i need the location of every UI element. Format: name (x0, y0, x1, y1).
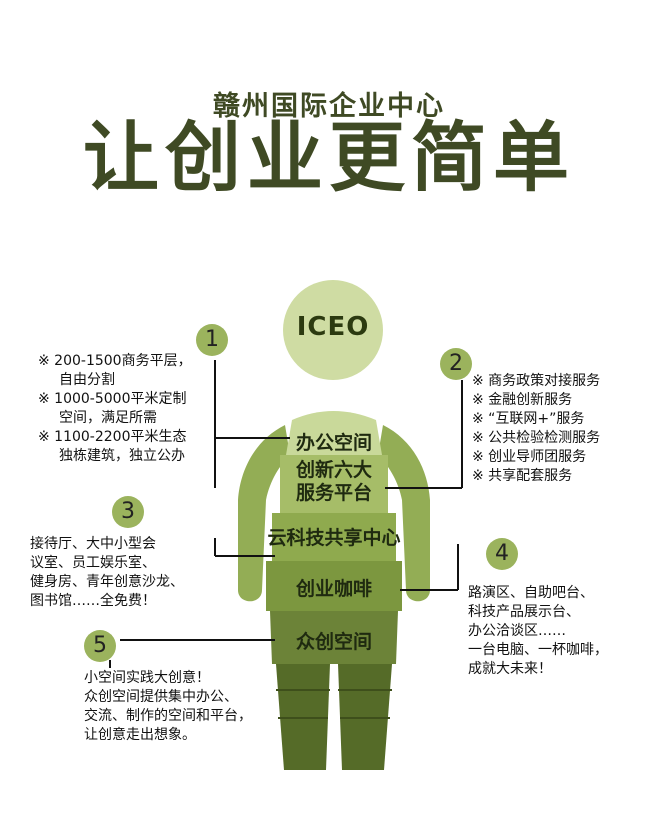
callout-4: 路演区、自助吧台、 科技产品展示台、 办公洽谈区…… 一台电脑、一杯咖啡， 成就… (468, 584, 608, 679)
callout-1-line: 自由分割 (59, 372, 115, 388)
callout-2: ※ 商务政策对接服务 ※ 金融创新服务 ※ “互联网+”服务 ※ 公共检验检测服… (472, 372, 600, 486)
callout-2-line: ※ 金融创新服务 (472, 392, 573, 408)
layer-cafe-label: 创业咖啡 (295, 578, 372, 600)
callout-2-line: ※ 公共检验检测服务 (472, 430, 601, 446)
layer-maker-label: 众创空间 (295, 631, 372, 653)
head-shape (283, 280, 383, 380)
badge-4: 4 (486, 538, 518, 570)
callout-1-line: ※ 1100-2200平米生态 (38, 429, 187, 445)
callout-2-line: ※ 商务政策对接服务 (472, 373, 601, 389)
page-title: 让创业更简单 (83, 113, 575, 202)
callout-3-line: 接待厅、大中小型会 (30, 536, 156, 552)
badge-3: 3 (112, 496, 144, 528)
callout-5-line: 小空间实践大创意！ (84, 670, 210, 686)
callout-5-line: 众创空间提供集中办公、 (84, 689, 238, 705)
subtitle: 赣州国际企业中心 (213, 91, 445, 122)
layer-cloud-label: 云科技共享中心 (267, 527, 401, 549)
left-arm-shape (238, 425, 290, 602)
logo: ICEO (296, 312, 370, 342)
callout-1-line: 独栋建筑，独立公办 (59, 448, 185, 464)
callout-3-line: 议室、员工娱乐室、 (30, 555, 156, 571)
callout-4-line: 路演区、自助吧台、 (468, 585, 594, 601)
callout-1: ※ 200-1500商务平层， 自由分割 ※ 1000-5000平米定制 空间，… (38, 352, 192, 466)
badge-2: 2 (440, 348, 472, 380)
badge-5: 5 (84, 630, 116, 662)
layer-cloud-shape (272, 513, 396, 561)
layer-office-shape (286, 411, 382, 455)
callout-4-line: 办公洽谈区…… (468, 623, 566, 639)
callout-5: 小空间实践大创意！ 众创空间提供集中办公、 交流、制作的空间和平台， 让创意走出… (84, 669, 252, 745)
layer-office-label: 办公空间 (295, 432, 372, 454)
callout-1-line: ※ 200-1500商务平层， (38, 353, 192, 369)
layer-platform-label: 创新六大 服务平台 (295, 459, 372, 504)
callout-1-line: ※ 1000-5000平米定制 (38, 391, 187, 407)
callout-4-line: 成就大未来！ (468, 661, 552, 677)
callout-5-line: 让创意走出想象。 (84, 727, 196, 743)
callout-4-line: 科技产品展示台、 (468, 604, 580, 620)
right-arm-shape (378, 425, 430, 602)
layer-maker-shape (270, 611, 398, 664)
callout-2-line: ※ 共享配套服务 (472, 468, 573, 484)
callout-4-line: 一台电脑、一杯咖啡， (468, 642, 608, 658)
layer-platform-shape (280, 455, 388, 513)
callout-5-line: 交流、制作的空间和平台， (84, 708, 252, 724)
callout-1-line: 空间，满足所需 (59, 410, 157, 426)
callout-3-line: 健身房、青年创意沙龙、 (30, 574, 184, 590)
callout-3-line: 图书馆……全免费！ (30, 593, 156, 609)
badge-1: 1 (196, 324, 228, 356)
callout-3: 接待厅、大中小型会 议室、员工娱乐室、 健身房、青年创意沙龙、 图书馆……全免费… (30, 535, 184, 611)
callout-2-line: ※ 创业导师团服务 (472, 449, 587, 465)
layer-cafe-shape (266, 561, 402, 611)
callout-2-line: ※ “互联网+”服务 (472, 411, 585, 427)
